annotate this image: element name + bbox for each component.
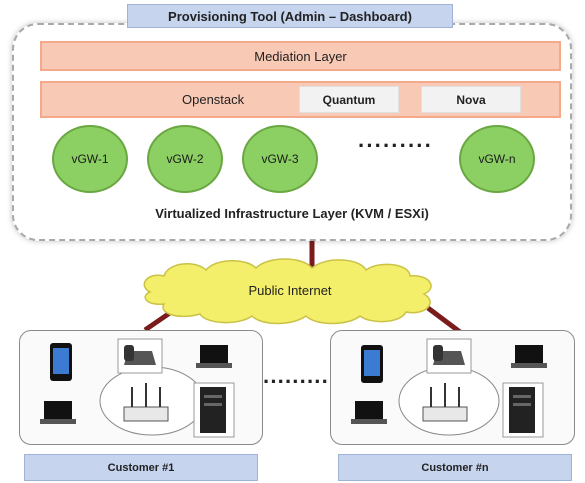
customer-site-box <box>19 330 263 445</box>
wireless-area-icon <box>398 366 500 436</box>
quantum-box: Quantum <box>299 86 399 113</box>
smartphone-icon <box>361 345 383 383</box>
vgw-node: vGW-3 <box>242 125 318 193</box>
vgw-label: vGW-n <box>478 152 516 166</box>
customer-label-box: Customer #n <box>338 454 572 481</box>
customer-label: Customer #n <box>421 461 489 474</box>
provisioning-tool-header: Provisioning Tool (Admin – Dashboard) <box>127 4 453 28</box>
customern-link-line <box>426 306 462 334</box>
server-icon <box>502 382 544 438</box>
desk-phone-icon <box>426 338 472 374</box>
router-icon <box>422 383 468 422</box>
vgw-node: vGW-n <box>459 125 535 193</box>
quantum-label: Quantum <box>322 92 376 107</box>
laptop-icon <box>511 345 547 368</box>
infrastructure-layer-label: Virtualized Infrastructure Layer (KVM / … <box>155 206 429 221</box>
mediation-layer-bar: Mediation Layer <box>40 41 561 71</box>
laptop-icon <box>196 345 232 368</box>
router-icon <box>123 383 169 422</box>
customer-devices <box>351 338 547 438</box>
vgw-label: vGW-2 <box>166 152 204 166</box>
nova-box: Nova <box>421 86 521 113</box>
customer-ellipsis: ·········· <box>263 369 337 394</box>
server-icon <box>193 382 235 438</box>
vgw-label: vGW-1 <box>71 152 109 166</box>
desk-phone-icon <box>117 338 163 374</box>
vgw-node: vGW-2 <box>147 125 223 193</box>
laptop-icon <box>40 401 76 424</box>
customer-label-box: Customer #1 <box>24 454 258 481</box>
vgw-ellipsis: ········· <box>358 133 433 158</box>
nova-label: Nova <box>456 92 486 107</box>
laptop-icon <box>351 401 387 424</box>
vgw-node: vGW-1 <box>52 125 128 193</box>
cloud-icon <box>143 258 432 325</box>
vgw-label: vGW-3 <box>261 152 299 166</box>
mediation-layer-label: Mediation Layer <box>254 48 347 64</box>
public-internet-label: Public Internet <box>248 283 332 298</box>
openstack-label: Openstack <box>182 92 245 107</box>
customer-devices <box>40 338 235 438</box>
smartphone-icon <box>50 343 72 381</box>
customer-site-box <box>330 330 575 445</box>
wireless-area-icon <box>99 366 205 436</box>
customer-label: Customer #1 <box>107 461 175 474</box>
